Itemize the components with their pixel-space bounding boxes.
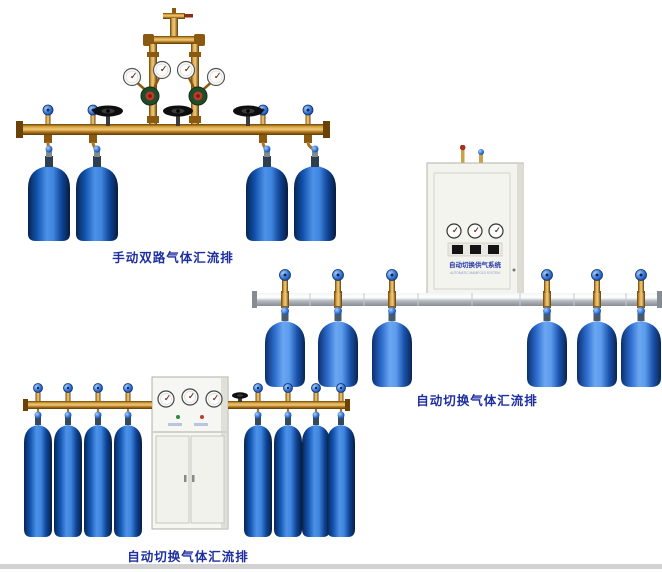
door-handle (184, 475, 187, 482)
cylinder-connection-valve (635, 269, 647, 294)
cylinder-connection-valve (63, 383, 73, 402)
cylinder-connection-valve (332, 269, 344, 294)
gas-cylinder (76, 145, 118, 241)
product-caption-auto-floor: 自动切换气体汇流排 (127, 550, 249, 564)
manifold-main-pipe (16, 121, 330, 138)
shutoff-handwheel (233, 105, 263, 126)
gas-cylinder (577, 307, 617, 387)
cylinder-connection-valve (302, 104, 314, 125)
cabinet-door-right (190, 435, 225, 524)
pressure-regulator-left (122, 60, 172, 106)
panel-gauge-icon (488, 223, 504, 239)
cabinet-top-valve (478, 149, 484, 155)
door-handle (192, 475, 195, 482)
control-cabinet-wall: 自动切换供气系统 AUTOMATIC MANIFOLD SYSTEM (426, 145, 524, 296)
gas-cylinder (621, 307, 661, 387)
gas-cylinder (54, 411, 82, 537)
manifold-pipes (23, 399, 350, 411)
shutoff-handwheel (93, 105, 123, 126)
pressure-regulator-right (176, 60, 226, 106)
indicator-light-green (176, 415, 180, 419)
cylinder-connection-valve (336, 383, 346, 402)
panel-label (168, 423, 182, 426)
shutoff-handwheel (232, 392, 248, 402)
cylinder-connection-valve (93, 383, 103, 402)
pressure-gauge-icon (122, 67, 142, 87)
cylinder-connection-valve (33, 383, 43, 402)
gas-cylinder (84, 411, 112, 537)
panel-label (194, 423, 208, 426)
panel-window (470, 245, 481, 254)
auto-manifold-floor-illustration (23, 376, 355, 537)
page-bottom-divider (0, 564, 662, 569)
control-cabinet-floor (151, 376, 229, 530)
product-manual-dual-manifold: 手动双路气体汇流排 (8, 6, 338, 266)
panel-gauge-icon (446, 223, 462, 239)
manifold-aluminum-pipe (252, 291, 662, 308)
cabinet-door-left (155, 435, 190, 524)
cabinet-panel-title: 自动切换供气系统 (449, 260, 502, 269)
cabinet-lock (512, 268, 516, 272)
drop-tees (44, 135, 312, 143)
panel-gauge-icon (157, 390, 175, 408)
manual-manifold-illustration (16, 8, 336, 241)
cylinder-connection-valve (386, 269, 398, 294)
gas-cylinder (327, 411, 355, 537)
top-valve-lever (184, 14, 193, 18)
cylinder-connection-valve (279, 269, 291, 294)
gas-cylinder (274, 411, 302, 537)
pressure-gauge-icon (152, 60, 172, 80)
gas-cylinder (24, 411, 52, 537)
gas-cylinder (302, 411, 330, 537)
pressure-gauge-icon (206, 67, 226, 87)
product-auto-manifold-floor: 自动切换气体汇流排 (20, 373, 356, 565)
pressure-gauge-icon (176, 60, 196, 80)
gas-cylinder (114, 411, 142, 537)
cabinet-panel-subtitle: AUTOMATIC MANIFOLD SYSTEM (450, 271, 500, 275)
cylinder-connection-valve (253, 383, 263, 402)
product-caption-manual: 手动双路气体汇流排 (112, 251, 234, 265)
cylinder-connection-valve (123, 383, 133, 402)
indicator-light-red (200, 415, 204, 419)
auto-manifold-wall-illustration: 自动切换供气系统 AUTOMATIC MANIFOLD SYSTEM (252, 145, 662, 387)
gas-cylinder (244, 411, 272, 537)
gas-cylinder (527, 307, 567, 387)
panel-gauge-icon (205, 390, 223, 408)
cylinder-connection-valve (42, 104, 54, 125)
product-caption-auto-wall: 自动切换气体汇流排 (416, 394, 538, 408)
product-auto-manifold-wall: 自动切换供气系统 AUTOMATIC MANIFOLD SYSTEM (252, 145, 662, 409)
panel-window (488, 245, 499, 254)
panel-gauge-icon (467, 223, 483, 239)
manifold-top-assembly (143, 8, 205, 124)
cylinder-connection-valve (541, 269, 553, 294)
cylinder-connection-valve (311, 383, 321, 402)
cylinder-connection-valve (283, 383, 293, 402)
panel-gauge-icon (181, 388, 199, 406)
cylinder-connection-valve (591, 269, 603, 294)
panel-window (452, 245, 463, 254)
gas-cylinder (372, 307, 412, 387)
cabinet-top-valve (459, 145, 466, 151)
shutoff-handwheel (163, 105, 193, 126)
gas-cylinder (28, 145, 70, 241)
